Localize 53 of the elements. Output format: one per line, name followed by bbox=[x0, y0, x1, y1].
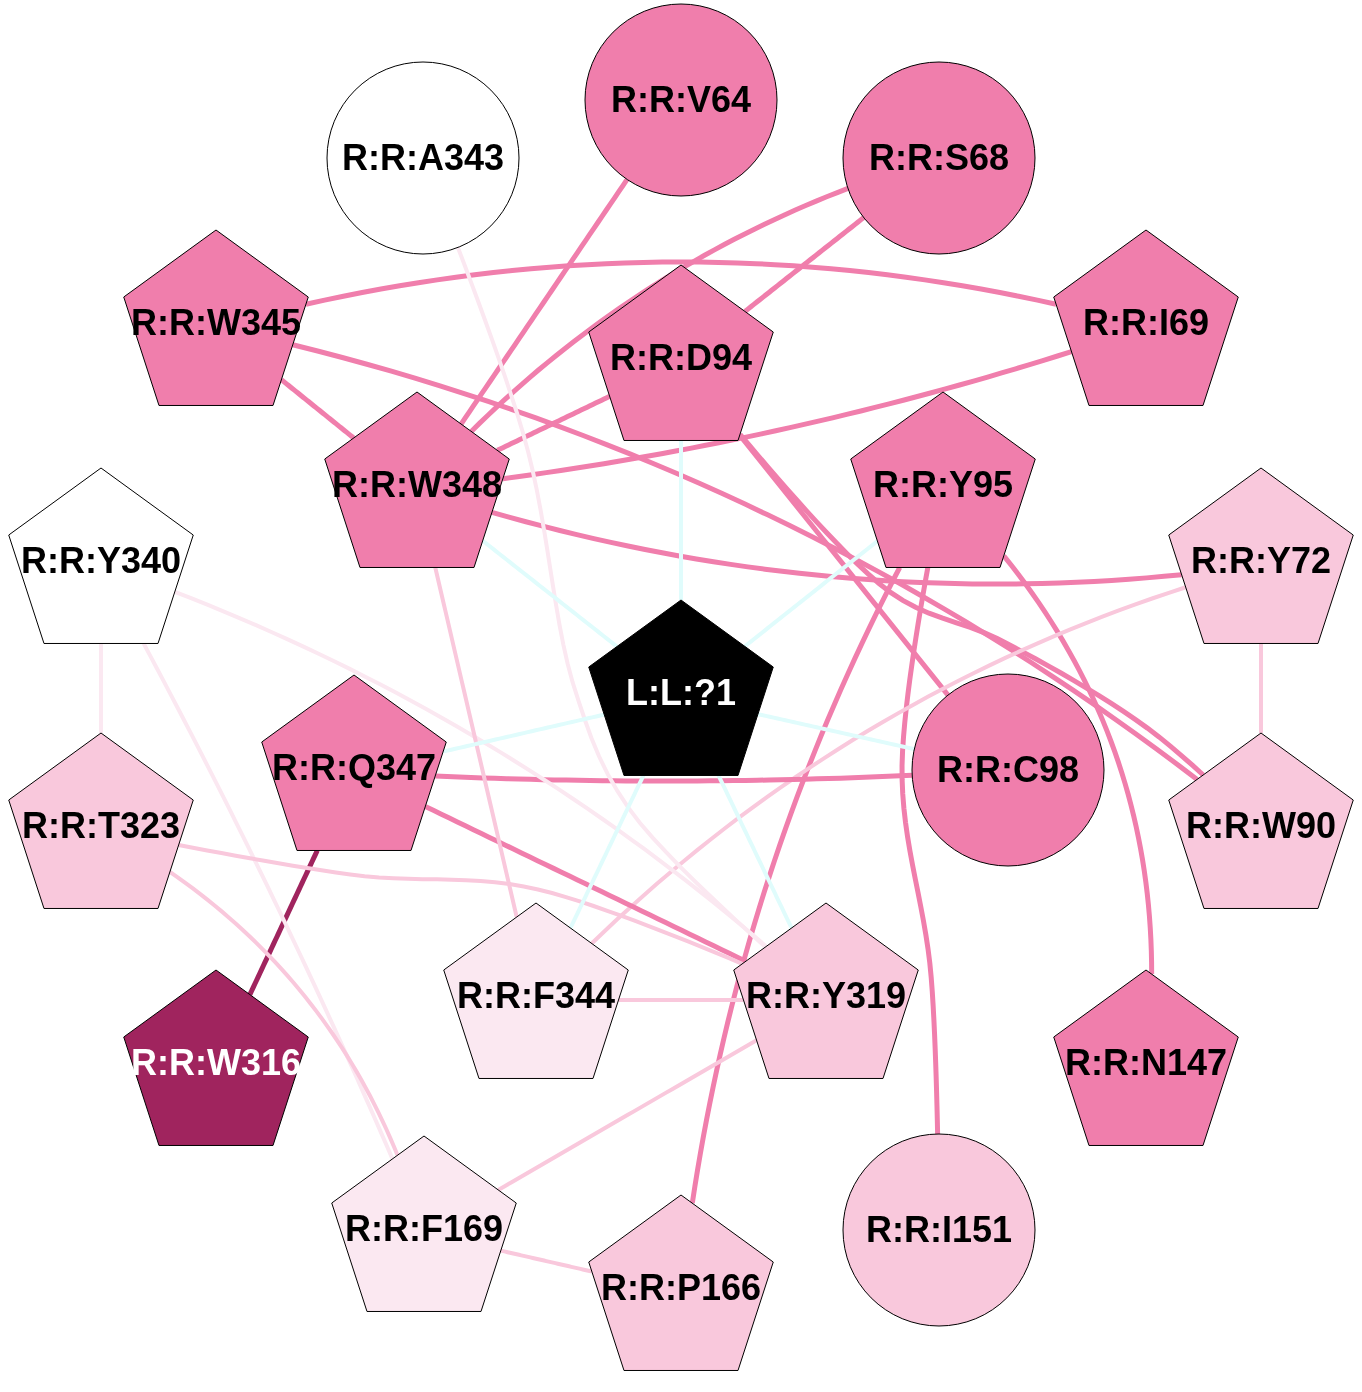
connection-line bbox=[497, 1038, 758, 1192]
residue-label: R:R:W345 bbox=[131, 305, 301, 341]
connection-line bbox=[568, 774, 646, 929]
connection-line bbox=[1001, 554, 1155, 975]
connection-line bbox=[305, 259, 1057, 307]
connection-line bbox=[435, 772, 913, 784]
connection-line bbox=[899, 567, 941, 1135]
connection-line bbox=[590, 585, 1187, 945]
residue-label: L:L:?1 bbox=[626, 675, 736, 711]
residue-label: R:R:W316 bbox=[131, 1045, 301, 1081]
residue-label: R:R:W90 bbox=[1186, 808, 1336, 844]
residue-label: R:R:I69 bbox=[1083, 305, 1209, 341]
connection-line bbox=[500, 1248, 593, 1274]
connection-line bbox=[141, 642, 395, 1160]
residue-label: R:R:W348 bbox=[332, 467, 502, 503]
connection-line bbox=[743, 215, 866, 314]
connection-line bbox=[618, 998, 744, 1002]
residue-label: R:R:D94 bbox=[610, 340, 752, 376]
connection-line bbox=[502, 349, 1073, 482]
residue-label: R:R:P166 bbox=[600, 1270, 762, 1306]
residue-label: R:R:I151 bbox=[865, 1212, 1012, 1248]
connection-line bbox=[174, 590, 768, 948]
connection-line bbox=[743, 539, 879, 648]
connection-line bbox=[279, 377, 356, 440]
residue-label: R:R:Y319 bbox=[745, 978, 907, 1014]
residue-label: R:R:Q347 bbox=[271, 750, 436, 786]
connection-line bbox=[433, 567, 519, 918]
connection-line bbox=[738, 432, 1205, 777]
residue-label: R:R:F344 bbox=[457, 978, 615, 1014]
residue-label: R:R:N147 bbox=[1064, 1045, 1227, 1081]
residue-label: R:R:F169 bbox=[345, 1211, 503, 1247]
residue-label: R:R:C98 bbox=[937, 752, 1079, 788]
connection-line bbox=[469, 186, 849, 434]
residue-label: R:R:Y72 bbox=[1191, 543, 1331, 579]
connection-line bbox=[168, 870, 400, 1156]
residue-label: R:R:V64 bbox=[611, 82, 751, 118]
connection-line bbox=[247, 849, 320, 996]
connection-line bbox=[442, 712, 605, 754]
connection-line bbox=[292, 342, 1199, 782]
residue-label: R:R:S68 bbox=[869, 140, 1009, 176]
residue-label: R:R:T323 bbox=[22, 808, 180, 844]
connection-line bbox=[178, 843, 744, 966]
connection-line bbox=[491, 509, 1182, 587]
connection-line bbox=[496, 394, 611, 453]
residue-label: R:R:Y340 bbox=[20, 543, 182, 579]
residue-label: R:R:Y95 bbox=[873, 467, 1013, 503]
connection-line bbox=[689, 566, 902, 1204]
residue-label: R:R:A343 bbox=[341, 140, 504, 176]
connection-line bbox=[1259, 643, 1263, 733]
connection-line bbox=[757, 712, 915, 752]
connection-line bbox=[716, 774, 794, 929]
connection-line bbox=[459, 178, 630, 426]
connection-line bbox=[481, 539, 619, 649]
